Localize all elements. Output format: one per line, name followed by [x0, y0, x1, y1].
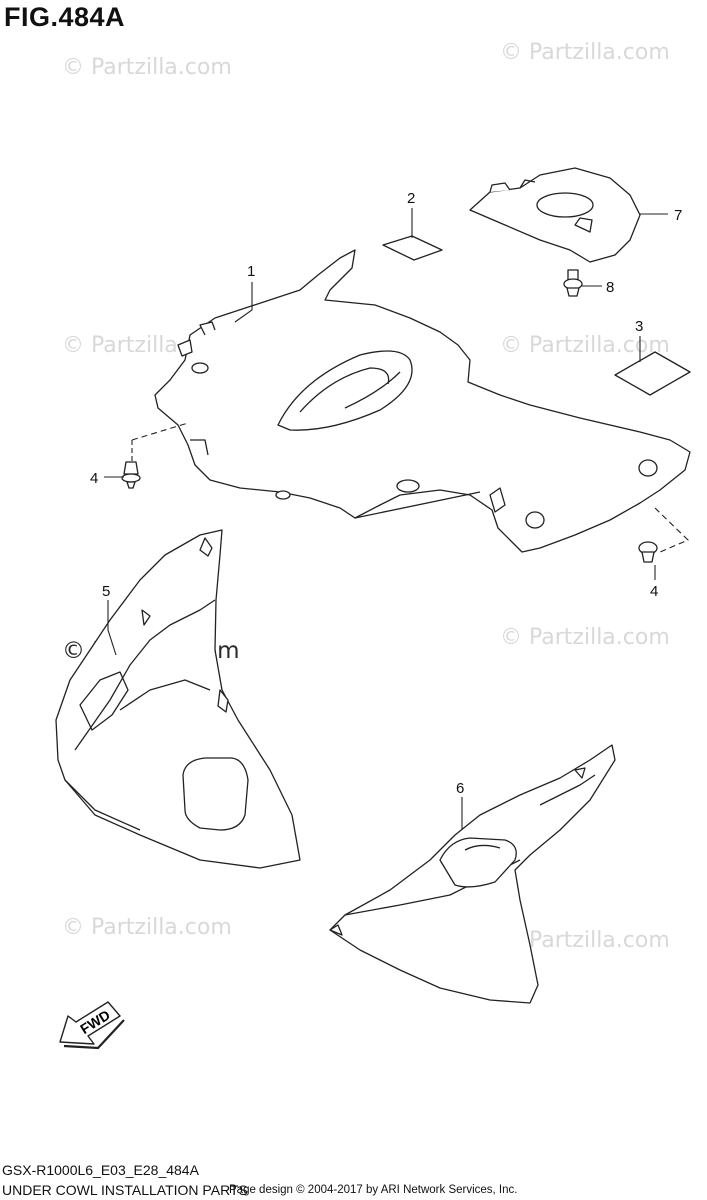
fwd-arrow-icon: FWD: [59, 1001, 125, 1050]
callout-1: 1: [247, 263, 255, 280]
figure-code: GSX-R1000L6_E03_E28_484A: [2, 1162, 199, 1178]
part-3-pad[interactable]: [614, 351, 691, 396]
leader-line-5: [107, 600, 117, 656]
leader-dashed-4b: [654, 507, 689, 553]
part-8-bolt[interactable]: [563, 269, 583, 297]
part-4-fastener-left[interactable]: [121, 461, 141, 489]
watermark: © Partzilla.com: [500, 625, 670, 650]
copyright-notice: Page design © 2004-2017 by ARI Network S…: [229, 1184, 518, 1196]
figure-caption: UNDER COWL INSTALLATION PARTS: [2, 1182, 248, 1198]
callout-7: 7: [674, 207, 682, 224]
part-1-under-cowl[interactable]: [154, 249, 691, 553]
part-2-pad[interactable]: [382, 235, 443, 261]
callout-5: 5: [102, 583, 110, 600]
figure-title: FIG.484A: [4, 2, 126, 32]
callout-4b: 4: [650, 583, 658, 600]
callout-3: 3: [635, 318, 643, 335]
part-6-right-inner-cover[interactable]: [329, 744, 616, 1004]
callout-2: 2: [407, 190, 415, 207]
callout-4a: 4: [90, 470, 98, 487]
watermark: © Partzilla.com: [500, 333, 670, 358]
leader-line-1: [234, 282, 253, 323]
part-7-bracket-cover[interactable]: [469, 167, 641, 263]
callout-8: 8: [606, 279, 614, 296]
part-5-left-inner-cover[interactable]: [55, 529, 301, 869]
callout-6: 6: [456, 780, 464, 797]
watermark: © Partzilla.com: [62, 915, 232, 940]
watermark: © Partzilla.com: [62, 55, 232, 80]
watermark: © Partzilla.com: [500, 40, 670, 65]
part-4-fastener-right[interactable]: [638, 541, 658, 563]
